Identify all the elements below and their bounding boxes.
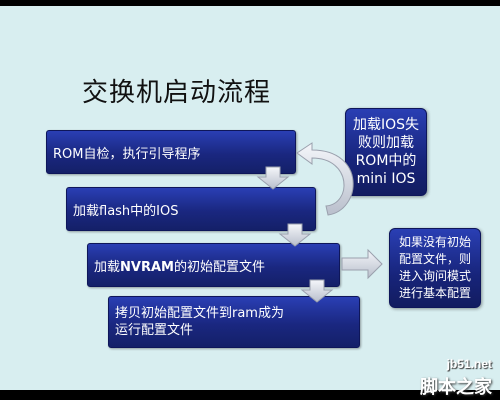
down-arrow-icon	[256, 166, 290, 190]
side-box-no-config-line: 配置文件，则	[398, 252, 471, 266]
side-box-ios-fail-line: 加载IOS失	[352, 117, 420, 133]
step-load-flash-ios-label: 加载flash中的IOS	[73, 203, 179, 219]
right-arrow-icon	[341, 248, 383, 280]
step-load-nvram-suffix: 的初始配置文件	[173, 259, 265, 275]
step-rom-self-test: ROM自检，执行引导程序	[46, 130, 296, 174]
page-title: 交换机启动流程	[82, 78, 272, 108]
side-box-no-config-line: 进入询问模式	[398, 269, 471, 283]
step-load-nvram-config-label: 加载NVRAM的初始配置文件	[94, 256, 265, 275]
step-load-flash-ios: 加载flash中的IOS	[66, 187, 316, 231]
side-box-ios-fail-line: mini IOS	[356, 171, 416, 187]
side-box-ios-fail: 加载IOS失 败则加载 ROM中的 mini IOS	[345, 108, 427, 196]
step-copy-line2: 运行配置文件	[115, 323, 194, 338]
down-arrow-icon	[300, 279, 334, 303]
side-box-no-config-line: 进行基本配置	[398, 286, 471, 300]
side-box-ios-fail-line: 败则加载	[358, 135, 414, 151]
side-box-ios-fail-line: ROM中的	[355, 153, 417, 169]
step-copy-running-config: 拷贝初始配置文件到ram成为 运行配置文件	[108, 296, 360, 348]
watermark-name: 脚本之家	[420, 377, 492, 398]
loop-arrow-icon	[296, 142, 354, 216]
down-arrow-icon	[278, 223, 312, 247]
side-box-no-config: 如果没有初始 配置文件，则 进入询问模式 进行基本配置	[389, 228, 481, 308]
step-copy-running-config-label: 拷贝初始配置文件到ram成为 运行配置文件	[115, 305, 284, 339]
watermark-site: jb51.net	[446, 357, 492, 371]
step-load-nvram-prefix: 加载	[94, 259, 121, 275]
step-load-nvram-config: 加载NVRAM的初始配置文件	[87, 243, 340, 287]
step-copy-line1: 拷贝初始配置文件到ram成为	[115, 306, 284, 321]
step-rom-self-test-label: ROM自检，执行引导程序	[53, 146, 201, 162]
side-box-no-config-line: 如果没有初始	[398, 235, 471, 249]
step-load-nvram-bold: NVRAM	[120, 259, 174, 275]
